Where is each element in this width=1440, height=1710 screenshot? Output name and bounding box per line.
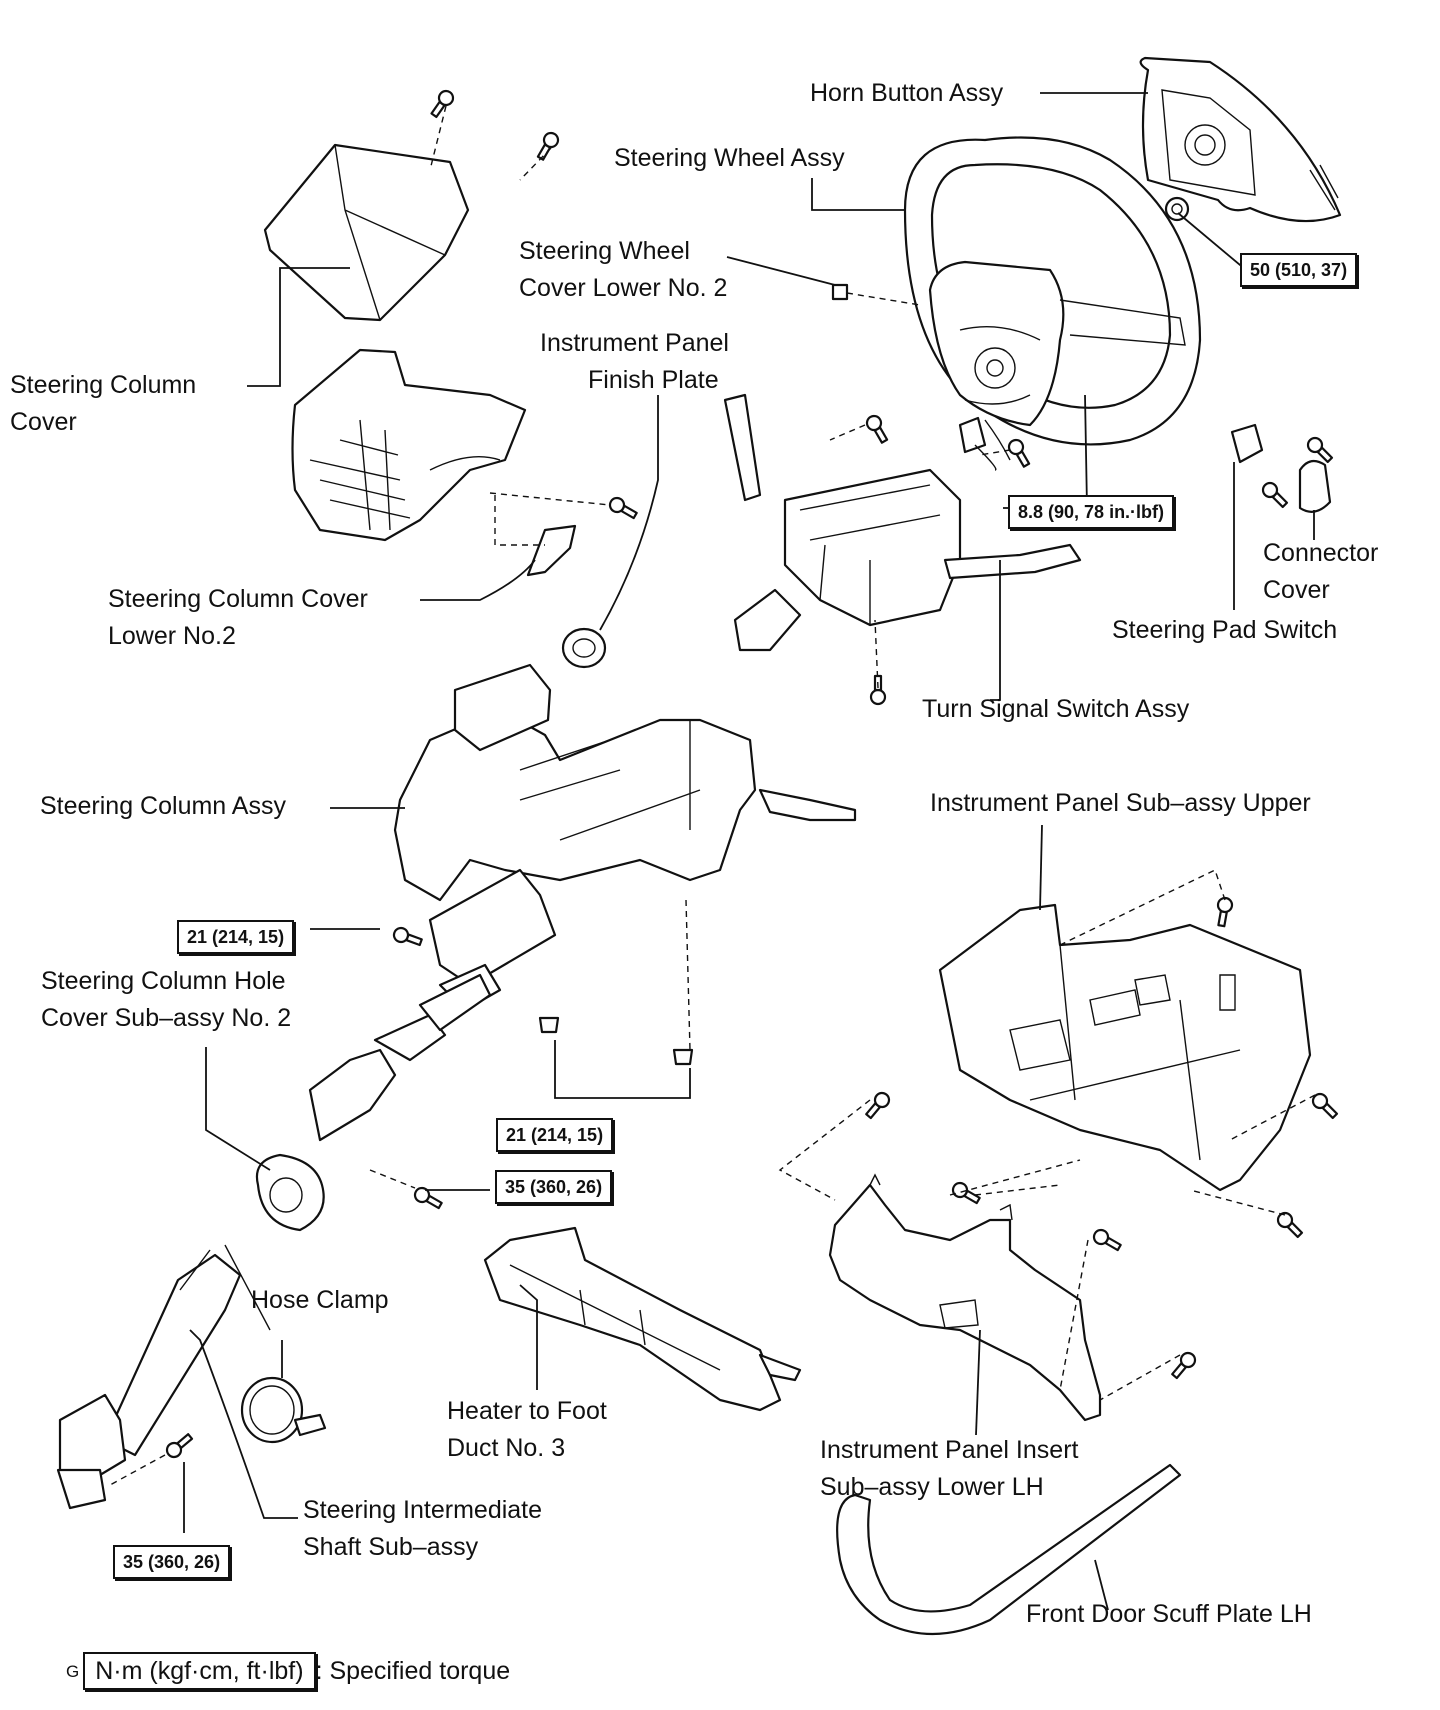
hose-clamp-drawing xyxy=(240,1376,327,1444)
instrument-panel-insert-drawing xyxy=(828,1173,1102,1422)
label-intermediate-shaft-line2: Shaft Sub–assy xyxy=(303,1533,479,1561)
bolt xyxy=(413,1186,443,1210)
bolt xyxy=(430,89,455,119)
bolt xyxy=(865,414,889,444)
bolt xyxy=(1216,896,1234,928)
label-front-door-scuff-plate: Front Door Scuff Plate LH xyxy=(1026,1600,1312,1628)
turn-signal-switch-assy-drawing xyxy=(723,393,1082,627)
bolt xyxy=(608,496,638,520)
legend-text: : Specified torque xyxy=(315,1657,511,1685)
bolt xyxy=(1092,1228,1122,1252)
torque-shaft-bolt-upper: 35 (360, 26) xyxy=(495,1170,613,1204)
label-heater-duct-line2: Duct No. 3 xyxy=(447,1434,566,1462)
label-turn-signal-switch-assy: Turn Signal Switch Assy xyxy=(922,695,1190,723)
label-column-cover-lower-line2: Lower No.2 xyxy=(108,622,236,650)
label-panel-insert-line2: Sub–assy Lower LH xyxy=(820,1473,1044,1501)
torque-wheel-screw: 8.8 (90, 78 in.·lbf) xyxy=(1008,495,1175,529)
leader-lines xyxy=(183,92,1315,1611)
bolt xyxy=(1007,438,1031,468)
legend-code: G xyxy=(66,1662,80,1682)
bolt xyxy=(1171,1351,1197,1380)
label-instrument-panel-sub-assy-upper: Instrument Panel Sub–assy Upper xyxy=(930,789,1311,817)
steering-column-hole-cover-drawing xyxy=(255,1153,325,1232)
label-heater-duct-line1: Heater to Foot xyxy=(447,1397,607,1425)
label-column-hole-cover-line1: Steering Column Hole xyxy=(41,967,286,995)
label-intermediate-shaft-line1: Steering Intermediate xyxy=(303,1496,543,1524)
bolt xyxy=(1276,1211,1304,1239)
label-connector-cover-line2: Cover xyxy=(1263,576,1330,604)
nut xyxy=(831,283,849,301)
label-connector-cover-line1: Connector xyxy=(1263,539,1379,567)
bolt xyxy=(1306,436,1334,464)
nut xyxy=(538,1016,560,1034)
assembly-dashed-lines xyxy=(109,105,1316,1486)
label-column-hole-cover-line2: Cover Sub–assy No. 2 xyxy=(41,1004,292,1032)
label-panel-insert-line1: Instrument Panel Insert xyxy=(820,1436,1079,1464)
steering-column-assy-drawing xyxy=(393,588,857,1012)
bolt xyxy=(869,674,887,706)
label-steering-column-cover-line1: Steering Column xyxy=(10,371,197,399)
front-door-scuff-plate-drawing xyxy=(836,1463,1182,1635)
label-steering-pad-switch: Steering Pad Switch xyxy=(1112,616,1338,644)
fasteners xyxy=(165,89,1339,1459)
steering-intermediate-shaft-drawing xyxy=(56,973,492,1510)
label-finish-plate-line1: Instrument Panel xyxy=(540,329,729,357)
label-steering-wheel-assy: Steering Wheel Assy xyxy=(614,144,845,172)
heater-to-foot-duct-drawing xyxy=(483,1226,802,1412)
horn-button-assy-drawing xyxy=(1139,56,1342,223)
bolt xyxy=(1261,481,1289,509)
bolt xyxy=(951,1181,981,1205)
torque-horn-nut: 50 (510, 37) xyxy=(1240,253,1358,287)
bolt xyxy=(865,1091,891,1120)
bolt xyxy=(165,1433,194,1459)
label-finish-plate-line2: Finish Plate xyxy=(588,366,719,394)
instrument-panel-sub-assy-upper-drawing xyxy=(938,903,1312,1192)
nut xyxy=(672,1048,694,1066)
torque-column-nuts: 21 (214, 15) xyxy=(496,1118,614,1152)
torque-column-bolt-upper: 21 (214, 15) xyxy=(177,920,295,954)
steering-wheel-assy-drawing xyxy=(903,136,1202,446)
label-steering-wheel-cover-lower-line2: Cover Lower No. 2 xyxy=(519,274,728,302)
torque-shaft-bolt-lower: 35 (360, 26) xyxy=(113,1545,231,1579)
label-steering-wheel-cover-lower-line1: Steering Wheel xyxy=(519,237,690,265)
label-steering-column-assy: Steering Column Assy xyxy=(40,792,286,820)
legend-unit-box: N·m (kgf·cm, ft·lbf) xyxy=(83,1652,316,1690)
steering-column-cover-lower-no2-drawing xyxy=(526,524,577,577)
label-column-cover-lower-line1: Steering Column Cover xyxy=(108,585,368,613)
label-hose-clamp: Hose Clamp xyxy=(251,1286,389,1314)
bolt xyxy=(1311,1092,1339,1120)
bolt xyxy=(536,131,560,161)
label-horn-button-assy: Horn Button Assy xyxy=(810,79,1004,107)
label-steering-column-cover-line2: Cover xyxy=(10,408,77,436)
steering-pad-switch-drawing xyxy=(1230,423,1332,513)
finish-plate-drawing xyxy=(561,627,607,669)
steering-column-cover-drawing xyxy=(263,143,527,542)
bolt xyxy=(392,926,423,947)
